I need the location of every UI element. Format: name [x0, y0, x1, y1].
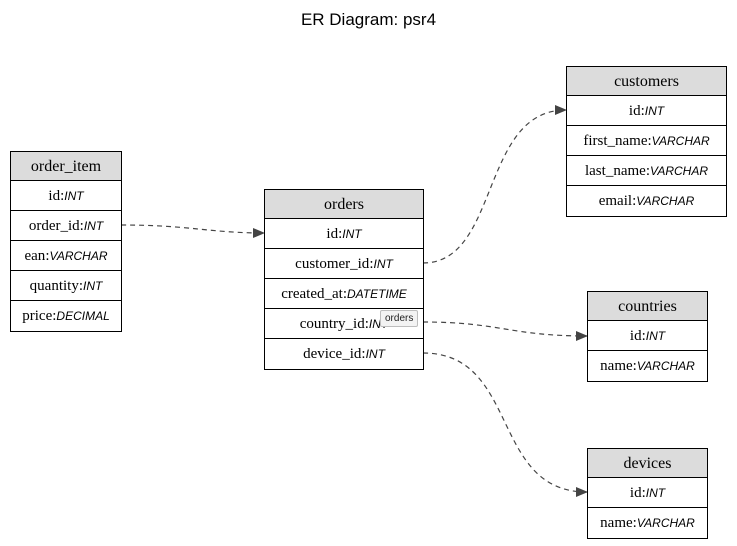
field-row: price:DECIMAL	[22, 308, 110, 324]
hover-tooltip: orders	[380, 310, 419, 327]
field-row: id:INT	[567, 96, 726, 126]
field-type: INT	[342, 227, 362, 241]
field-name: order_id	[28, 218, 80, 234]
field-name: first_name	[583, 133, 648, 149]
field-name: price	[22, 308, 53, 324]
relation-orders-to-countries	[422, 321, 588, 341]
field-type: INT	[373, 257, 393, 271]
field-type: INT	[64, 189, 84, 203]
field-row: id:INT	[588, 321, 707, 351]
field-name: id	[629, 485, 642, 501]
field-name: ean	[24, 248, 46, 264]
field-name: id	[628, 103, 641, 119]
field-row: quantity:INT	[11, 271, 121, 301]
field-name: email	[598, 193, 633, 209]
field-row: device_id:INT	[303, 346, 385, 362]
field-row: id:INT	[588, 478, 707, 508]
table-devices[interactable]: devices id:INT name:VARCHAR	[587, 448, 708, 539]
field-type: INT	[83, 219, 104, 233]
field-type: VARCHAR	[49, 249, 108, 263]
table-header: order_item	[11, 152, 121, 181]
field-type: INT	[645, 486, 666, 500]
field-row: ean:VARCHAR	[11, 241, 121, 271]
field-type: VARCHAR	[649, 164, 708, 178]
field-row: name:VARCHAR	[600, 515, 695, 531]
field-row: order_id:INT	[11, 211, 121, 241]
field-name: country_id	[299, 316, 365, 332]
field-type: VARCHAR	[636, 516, 695, 530]
table-order-item[interactable]: order_item id:INT order_id:INT ean:VARCH…	[10, 151, 122, 332]
field-name: id	[629, 328, 642, 344]
field-row: last_name:VARCHAR	[567, 156, 726, 186]
field-type: INT	[365, 347, 385, 361]
table-header: orders	[265, 190, 423, 219]
table-header: devices	[588, 449, 707, 478]
relation-orders-to-customers	[422, 105, 567, 264]
field-name: quantity	[29, 278, 79, 294]
field-name: name	[600, 515, 633, 531]
relation-orders-to-devices	[422, 352, 588, 497]
field-row: first_name:VARCHAR	[567, 126, 726, 156]
field-name: device_id	[303, 346, 362, 362]
field-name: id	[48, 188, 61, 204]
field-name: created_at	[281, 286, 343, 302]
field-type: VARCHAR	[636, 359, 695, 373]
field-name: last_name	[584, 163, 646, 179]
field-type: INT	[644, 104, 665, 118]
field-row: id:INT	[11, 181, 121, 211]
field-type: INT	[645, 329, 666, 343]
field-name: customer_id	[295, 256, 370, 272]
table-header: customers	[567, 67, 726, 96]
table-header: countries	[588, 292, 707, 321]
table-customers[interactable]: customers id:INT first_name:VARCHAR last…	[566, 66, 727, 217]
field-type: VARCHAR	[651, 134, 710, 148]
field-row: name:VARCHAR	[600, 358, 695, 374]
field-row: id:INT	[265, 219, 423, 249]
field-row: email:VARCHAR	[598, 193, 695, 209]
field-type: DATETIME	[347, 287, 407, 301]
diagram-title: ER Diagram: psr4	[300, 10, 437, 29]
relation-order-item-to-orders	[120, 224, 265, 238]
field-row: customer_id:INT	[265, 249, 423, 279]
table-countries[interactable]: countries id:INT name:VARCHAR	[587, 291, 708, 382]
field-type: VARCHAR	[636, 194, 695, 208]
table-orders[interactable]: orders id:INT customer_id:INT created_at…	[264, 189, 424, 370]
field-row: created_at:DATETIME	[265, 279, 423, 309]
field-name: id	[326, 226, 339, 242]
field-name: name	[600, 358, 633, 374]
field-type: INT	[83, 279, 103, 293]
field-type: DECIMAL	[56, 309, 110, 323]
